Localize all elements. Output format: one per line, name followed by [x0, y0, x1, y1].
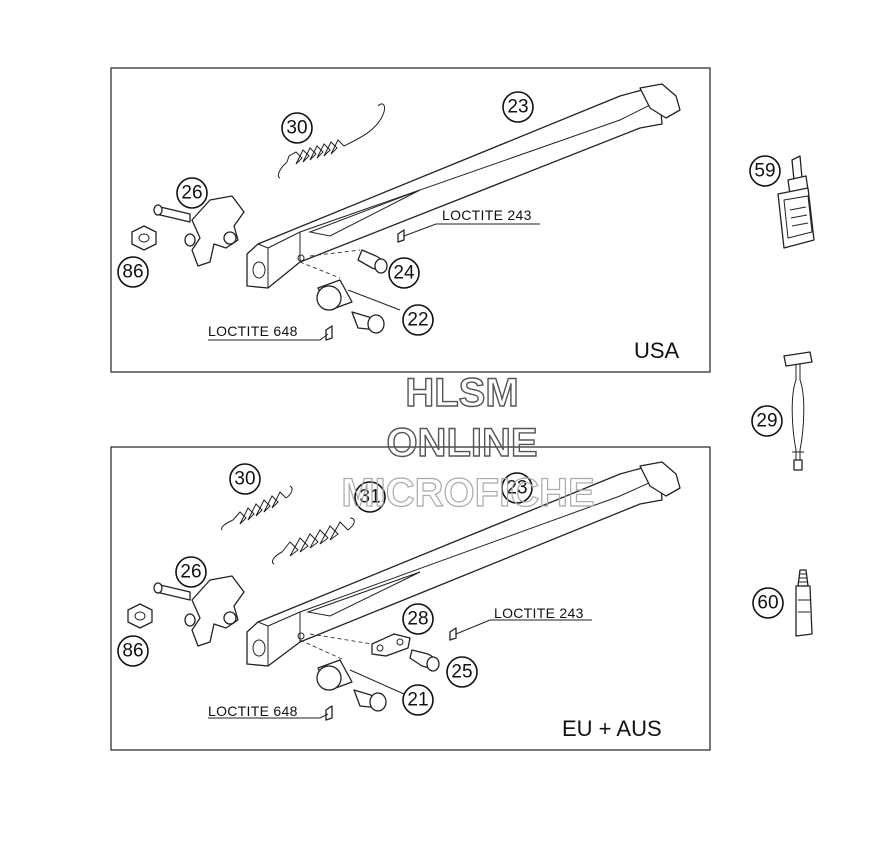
- svg-text:86: 86: [122, 641, 143, 662]
- bracket-26-eu: [153, 575, 245, 647]
- assembly-line-eu-1: [299, 639, 345, 661]
- svg-text:21: 21: [407, 690, 428, 711]
- callout-29: 29: [751, 405, 783, 437]
- region-label-eu-aus: EU + AUS: [562, 716, 662, 741]
- svg-text:30: 30: [286, 118, 307, 139]
- callout-86-eu: 86: [117, 635, 149, 667]
- callout-26-eu: 26: [175, 556, 207, 588]
- loctite-243-label-eu: LOCTITE 243: [494, 605, 584, 621]
- leader-loctite-648-usa: [208, 333, 329, 341]
- side-stand-23-eu: [246, 461, 681, 667]
- assembly-line-eu-2: [309, 633, 373, 645]
- bushing-21-eu: [316, 659, 387, 721]
- panel-usa-frame: [110, 67, 711, 373]
- panel-eu-aus-frame: [110, 446, 711, 751]
- callout-21-eu: 21: [402, 684, 434, 716]
- watermark-line3: MICROFICHE: [341, 471, 594, 515]
- watermark: HLSM ONLINE MICROFICHE: [341, 370, 596, 515]
- loctite-648-label-usa: LOCTITE 648: [208, 323, 298, 339]
- svg-text:29: 29: [756, 411, 777, 432]
- svg-text:31: 31: [359, 487, 380, 508]
- loctite-648-label-eu: LOCTITE 648: [208, 703, 298, 719]
- screw-25-eu: [409, 627, 457, 672]
- panel-eu-aus: LOCTITE 243 LOCTITE 648 EU + AUS 30 31 2…: [110, 446, 711, 751]
- nut-86-eu: [127, 603, 153, 629]
- svg-text:26: 26: [181, 183, 202, 204]
- callout-23-eu: 23: [501, 472, 533, 504]
- callout-25-eu: 25: [446, 656, 478, 688]
- svg-text:23: 23: [506, 478, 527, 499]
- bracket-26-usa: [153, 195, 245, 267]
- leader-loctite-243-usa: [403, 223, 540, 237]
- svg-text:86: 86: [122, 262, 143, 283]
- watermark-line2: ONLINE: [386, 421, 537, 465]
- callout-30-usa: 30: [281, 112, 313, 144]
- svg-text:30: 30: [234, 469, 255, 490]
- callout-26-usa: 26: [176, 177, 208, 209]
- callout-60: 60: [752, 587, 784, 619]
- callout-30-eu: 30: [229, 463, 261, 495]
- loctite-243-label-usa: LOCTITE 243: [442, 207, 532, 223]
- callout-28-eu: 28: [402, 603, 434, 635]
- svg-text:28: 28: [407, 609, 428, 630]
- callout-86-usa: 86: [117, 256, 149, 288]
- svg-text:59: 59: [754, 161, 775, 182]
- watermark-line1: HLSM: [405, 371, 518, 415]
- screw-24-usa: [357, 229, 405, 274]
- callout-31-eu: 31: [354, 481, 386, 513]
- spring-31-eu: [271, 517, 355, 565]
- spring-30-eu: [221, 485, 293, 531]
- spring-30-usa: [277, 103, 385, 179]
- leader-22-usa: [347, 289, 401, 311]
- svg-text:23: 23: [507, 97, 528, 118]
- bushing-22-usa: [316, 279, 385, 341]
- svg-text:22: 22: [407, 310, 428, 331]
- callout-22-usa: 22: [402, 304, 434, 336]
- leader-21-eu: [349, 669, 405, 695]
- callout-59: 59: [749, 155, 781, 187]
- assembly-line-usa-1: [299, 261, 341, 279]
- nut-86-usa: [131, 225, 157, 251]
- sealant-tube-60: [795, 569, 813, 637]
- assembly-line-usa-2: [309, 249, 361, 257]
- svg-text:26: 26: [180, 562, 201, 583]
- svg-text:24: 24: [393, 263, 415, 284]
- leader-loctite-648-eu: [208, 713, 329, 719]
- svg-text:60: 60: [757, 593, 778, 614]
- callout-23-usa: 23: [502, 91, 534, 123]
- loctite-bottle-59: [777, 155, 815, 249]
- svg-text:25: 25: [451, 662, 472, 683]
- plate-28-eu: [371, 633, 411, 657]
- panel-usa: LOCTITE 243 LOCTITE 648 USA 30 23 26 86 …: [110, 67, 711, 373]
- callout-24-usa: 24: [388, 257, 420, 289]
- leader-loctite-243-eu: [455, 619, 592, 635]
- region-label-usa: USA: [634, 338, 680, 363]
- side-stand-23-usa: [246, 83, 681, 289]
- grease-tool-29: [783, 351, 813, 471]
